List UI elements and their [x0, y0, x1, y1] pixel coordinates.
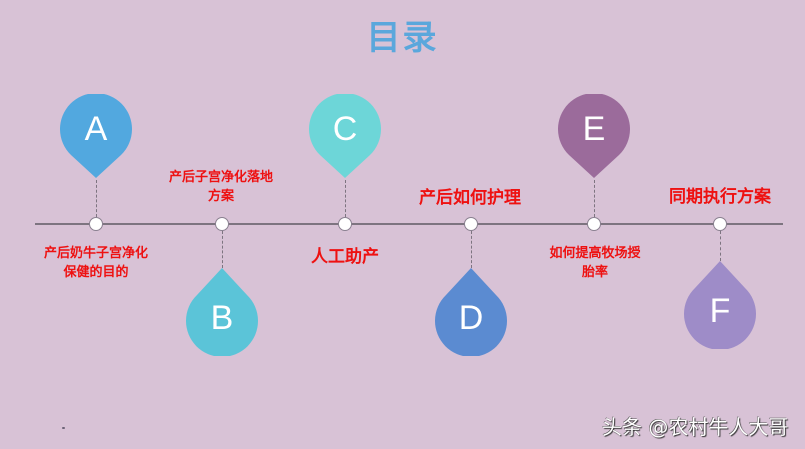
connector-d — [471, 231, 472, 268]
label-a: 产后奶牛子宫净化 保健的目的 — [30, 245, 162, 283]
label-c-line1: 人工助产 — [311, 247, 379, 267]
pin-f: F — [684, 259, 756, 349]
timeline-node-d — [464, 217, 478, 231]
timeline-node-c — [338, 217, 352, 231]
drop-shape-icon — [186, 268, 258, 356]
label-b-line1: 产后子宫净化落地 — [168, 170, 273, 185]
pin-letter: A — [84, 110, 108, 148]
timeline-node-e — [587, 217, 601, 231]
label-e-line1: 如何提高牧场授 — [549, 246, 641, 261]
label-f-line1: 同期执行方案 — [669, 187, 771, 207]
label-e-line2: 胎率 — [581, 264, 608, 280]
label-a-line1: 产后奶牛子宫净化 — [43, 246, 148, 261]
label-d-line1: 产后如何护理 — [419, 188, 521, 208]
pin-d: D — [435, 266, 507, 356]
pin-letter: B — [210, 299, 234, 337]
label-a-line2: 保健的目的 — [63, 264, 129, 280]
timeline-axis — [35, 223, 783, 225]
stray-dot — [62, 427, 65, 429]
timeline-node-a — [89, 217, 103, 231]
pin-a: A — [60, 94, 132, 184]
timeline-node-f — [713, 217, 727, 231]
connector-f — [720, 231, 721, 261]
pin-shape-icon — [558, 94, 630, 178]
pin-letter: D — [458, 299, 484, 337]
timeline-node-b — [215, 217, 229, 231]
pin-letter: E — [582, 110, 606, 148]
label-e: 如何提高牧场授 胎率 — [530, 245, 660, 283]
connector-e — [594, 180, 595, 217]
label-f: 同期执行方案 — [650, 185, 790, 210]
pin-b: B — [186, 266, 258, 356]
connector-a — [96, 180, 97, 217]
pin-shape-icon — [60, 94, 132, 178]
label-d: 产后如何护理 — [400, 186, 540, 211]
connector-c — [345, 180, 346, 217]
connector-b — [222, 231, 223, 268]
pin-shape-icon — [309, 94, 381, 178]
drop-shape-icon — [684, 261, 756, 349]
label-c: 人工助产 — [290, 245, 400, 270]
label-b-line2: 方案 — [207, 188, 234, 204]
drop-shape-icon — [435, 268, 507, 356]
pin-e: E — [558, 94, 630, 184]
pin-letter: F — [709, 292, 731, 330]
pin-letter: C — [332, 110, 358, 148]
label-b: 产后子宫净化落地 方案 — [155, 169, 287, 207]
page-title: 目录 — [366, 18, 439, 58]
watermark: 头条 @农村牛人大哥 — [602, 415, 789, 439]
pin-c: C — [309, 94, 381, 184]
